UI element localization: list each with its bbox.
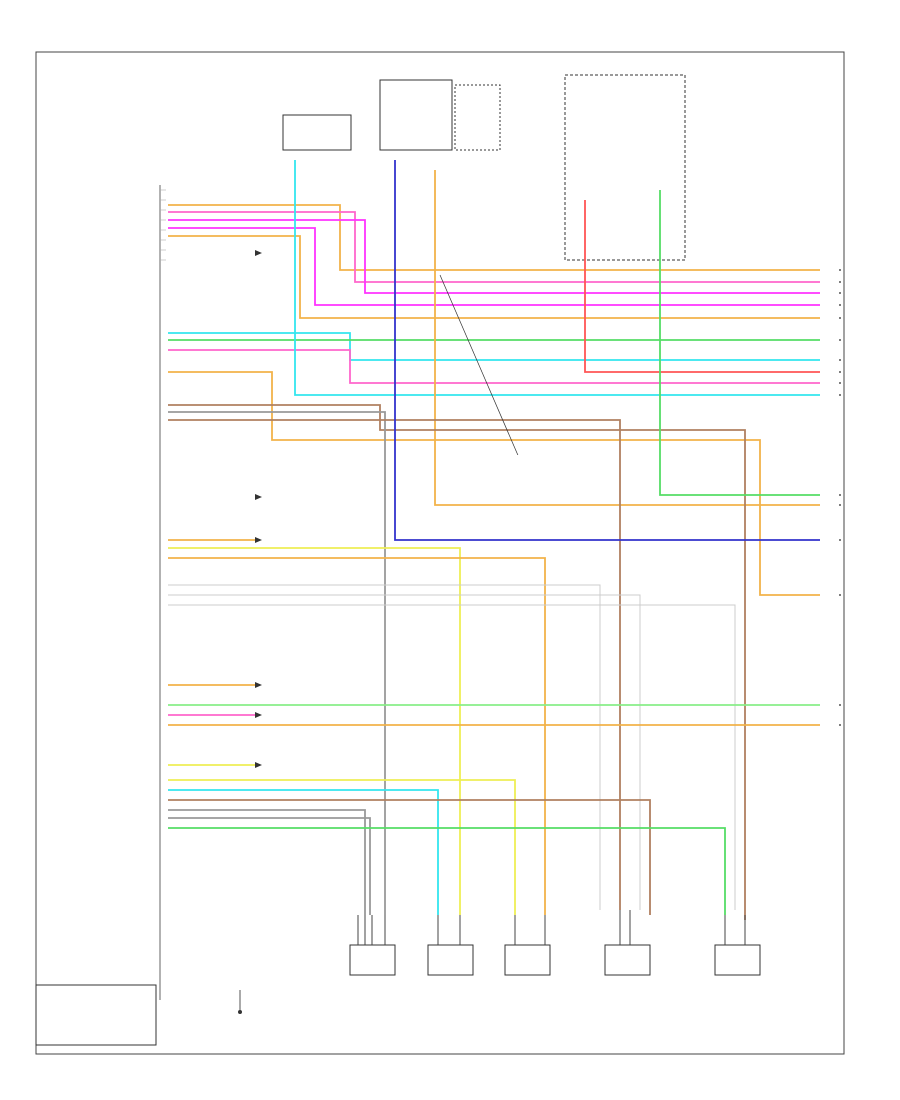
wire-set [168, 160, 820, 920]
wire-brown-2 [168, 419, 621, 910]
wire-red-1 [584, 200, 820, 373]
top-component-2-inner [454, 84, 501, 151]
wire-gray-2 [168, 584, 601, 910]
top-component-3 [564, 74, 686, 261]
bottom-component-4 [604, 944, 651, 976]
wire-pink-1 [168, 211, 820, 283]
bottom-component-2 [427, 944, 474, 976]
wire-orange-6 [168, 557, 546, 915]
wire-blue-1 [394, 160, 820, 541]
system-ref-markers [255, 250, 262, 768]
wire-brown-3 [168, 799, 651, 915]
wire-gray-4 [168, 604, 736, 910]
top-component-2 [379, 79, 453, 151]
wire-magenta-2 [168, 227, 820, 306]
wire-green-3 [168, 827, 726, 915]
wire-magenta-1 [168, 219, 820, 294]
right-terminators [839, 269, 841, 726]
wire-orange-2 [168, 235, 820, 319]
wire-gray-3 [168, 594, 641, 910]
bottom-component-5 [714, 944, 761, 976]
wire-cyan-1 [168, 332, 820, 361]
wire-gray-5 [168, 809, 366, 915]
wire-gray-6 [168, 817, 371, 915]
bottom-component-3 [504, 944, 551, 976]
wire-cyan-2 [294, 160, 820, 396]
ground-point [238, 1010, 242, 1014]
diagram-frame [35, 51, 845, 1055]
wire-orange-3 [168, 371, 820, 596]
bottom-component-1 [349, 944, 396, 976]
wire-yellow-3 [168, 779, 516, 915]
top-component-1 [282, 114, 352, 151]
connector-stubs [357, 910, 746, 945]
wire-gray-1 [168, 411, 386, 915]
wire-brown-1 [168, 404, 746, 920]
ecm-pin-ticks [160, 189, 166, 261]
callout-line [439, 274, 521, 461]
wire-green-2 [659, 190, 820, 496]
wire-pink-2 [168, 349, 820, 384]
wire-orange-1 [168, 204, 820, 271]
ecm-label-box [35, 984, 157, 1046]
wire-orange-4 [434, 170, 820, 506]
callout-box [485, 455, 585, 490]
wire-cyan-3 [168, 789, 439, 915]
wire-yellow-1 [168, 547, 461, 915]
